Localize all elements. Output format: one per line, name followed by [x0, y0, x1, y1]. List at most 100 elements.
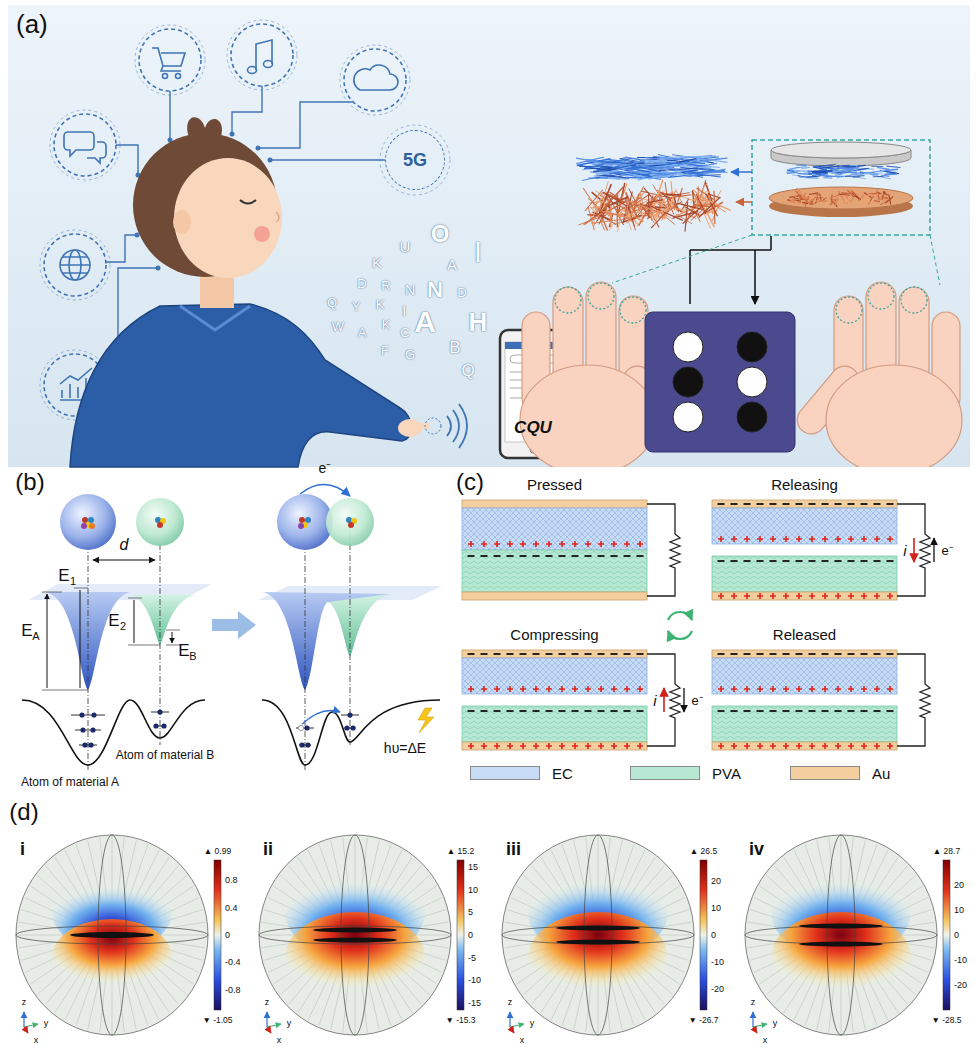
simulation-sphere: iii: [498, 830, 698, 1042]
person: [173, 210, 191, 234]
floating-letter: Q: [327, 296, 337, 309]
floating-letter: I: [474, 237, 482, 267]
pva-fiber-mat: [648, 194, 649, 213]
floating-letter: K: [376, 298, 385, 311]
colorbar-tick: -10: [954, 956, 967, 965]
potential-sphere: [502, 835, 707, 1035]
app-icons: [231, 24, 293, 86]
potential-sphere: [827, 835, 855, 1035]
node-text: CQU: [514, 419, 552, 436]
panel-a-ground: (a)5GCQU: [8, 5, 970, 467]
positive-charge: [770, 593, 776, 599]
case-label: i: [20, 840, 25, 858]
negative-charge: [887, 503, 894, 505]
potential-sphere: [745, 926, 937, 944]
negative-charge: [835, 560, 842, 562]
energy-well-after: [299, 712, 355, 747]
negative-charge: [624, 653, 631, 655]
axis-triad: [510, 1027, 514, 1033]
colorbar-tick: 0: [954, 931, 959, 940]
energy-well-after: [344, 725, 349, 730]
colorbar-extreme: ▼ -28.5: [931, 1016, 961, 1025]
negative-charge: [481, 555, 488, 557]
negative-charge: [783, 503, 790, 505]
load-resistor: [897, 504, 930, 596]
app-icons: [264, 61, 273, 68]
device-pva-fibers: [831, 194, 833, 203]
teng-state-illustration: [712, 500, 934, 600]
energy-well-before: [22, 700, 205, 765]
energy-well-before: [81, 523, 87, 529]
device-pva-fibers: [805, 196, 809, 209]
positive-charge: [887, 743, 893, 749]
negative-charge: [874, 503, 881, 505]
potential-sphere: [259, 835, 451, 1035]
negative-charge: [783, 560, 790, 562]
cycle-arrows: [668, 631, 692, 639]
positive-charge: [822, 593, 828, 599]
positive-charge: [848, 536, 854, 542]
electron-flow-arrow: [933, 538, 934, 562]
sensor-board: [737, 332, 767, 362]
pva-fiber-mat: [653, 179, 662, 208]
negative-charge: [598, 653, 605, 655]
gold-electrode: [712, 650, 897, 658]
negative-charge: [822, 710, 829, 712]
ec-fiber-mat: [654, 172, 678, 175]
floating-letter: G: [405, 348, 415, 361]
potential-sphere: [771, 912, 911, 1002]
potential-sphere: [584, 835, 612, 1035]
floating-letter: N: [405, 283, 415, 297]
energy-subscript: A: [32, 631, 39, 642]
energy-well-before: [42, 588, 180, 690]
panel-letter: (b): [15, 470, 44, 494]
app-icons: [344, 49, 406, 111]
app-icons: [64, 132, 94, 156]
negative-charge: [718, 560, 725, 562]
positive-charge: [637, 686, 643, 692]
energy-well-before: [136, 498, 184, 546]
negative-charge: [585, 653, 592, 655]
negative-charge: [520, 710, 527, 712]
axis-triad: [24, 1024, 38, 1027]
device-pva-fibers: [862, 192, 870, 202]
energy-well-before: [60, 494, 116, 550]
positive-charge: [757, 743, 763, 749]
positive-charge: [611, 743, 617, 749]
device-stack: [771, 142, 911, 158]
pva-fiber-mat: [632, 191, 645, 205]
load-resistor: [647, 504, 680, 596]
negative-charge: [796, 503, 803, 505]
person: [70, 117, 467, 467]
panel-letter: (c): [456, 470, 484, 494]
negative-charge: [887, 560, 894, 562]
positive-charge: [809, 593, 815, 599]
gold-electrode: [462, 742, 647, 750]
device-pva-fibers: [861, 198, 862, 206]
negative-charge: [731, 710, 738, 712]
device-pva-fibers: [842, 198, 850, 208]
axis-triad: [753, 1027, 757, 1033]
positive-charge: [783, 686, 789, 692]
cycle-arrows: [668, 612, 692, 620]
positive-charge: [874, 593, 880, 599]
right-hand: [826, 365, 962, 467]
positive-charge: [887, 593, 893, 599]
potential-sphere: [528, 912, 668, 1002]
energy-well-before: [88, 517, 94, 523]
pva-fiber-mat: [696, 191, 702, 209]
legend-text: PVA: [712, 766, 741, 781]
positive-charge: [874, 743, 880, 749]
positive-charge: [822, 536, 828, 542]
negative-charge: [481, 710, 488, 712]
device-pva-fibers: [814, 199, 823, 201]
negative-charge: [624, 555, 631, 557]
legend-swatch: [470, 766, 540, 780]
fingertip-markers: [868, 283, 894, 309]
sensor-board: [645, 312, 795, 452]
